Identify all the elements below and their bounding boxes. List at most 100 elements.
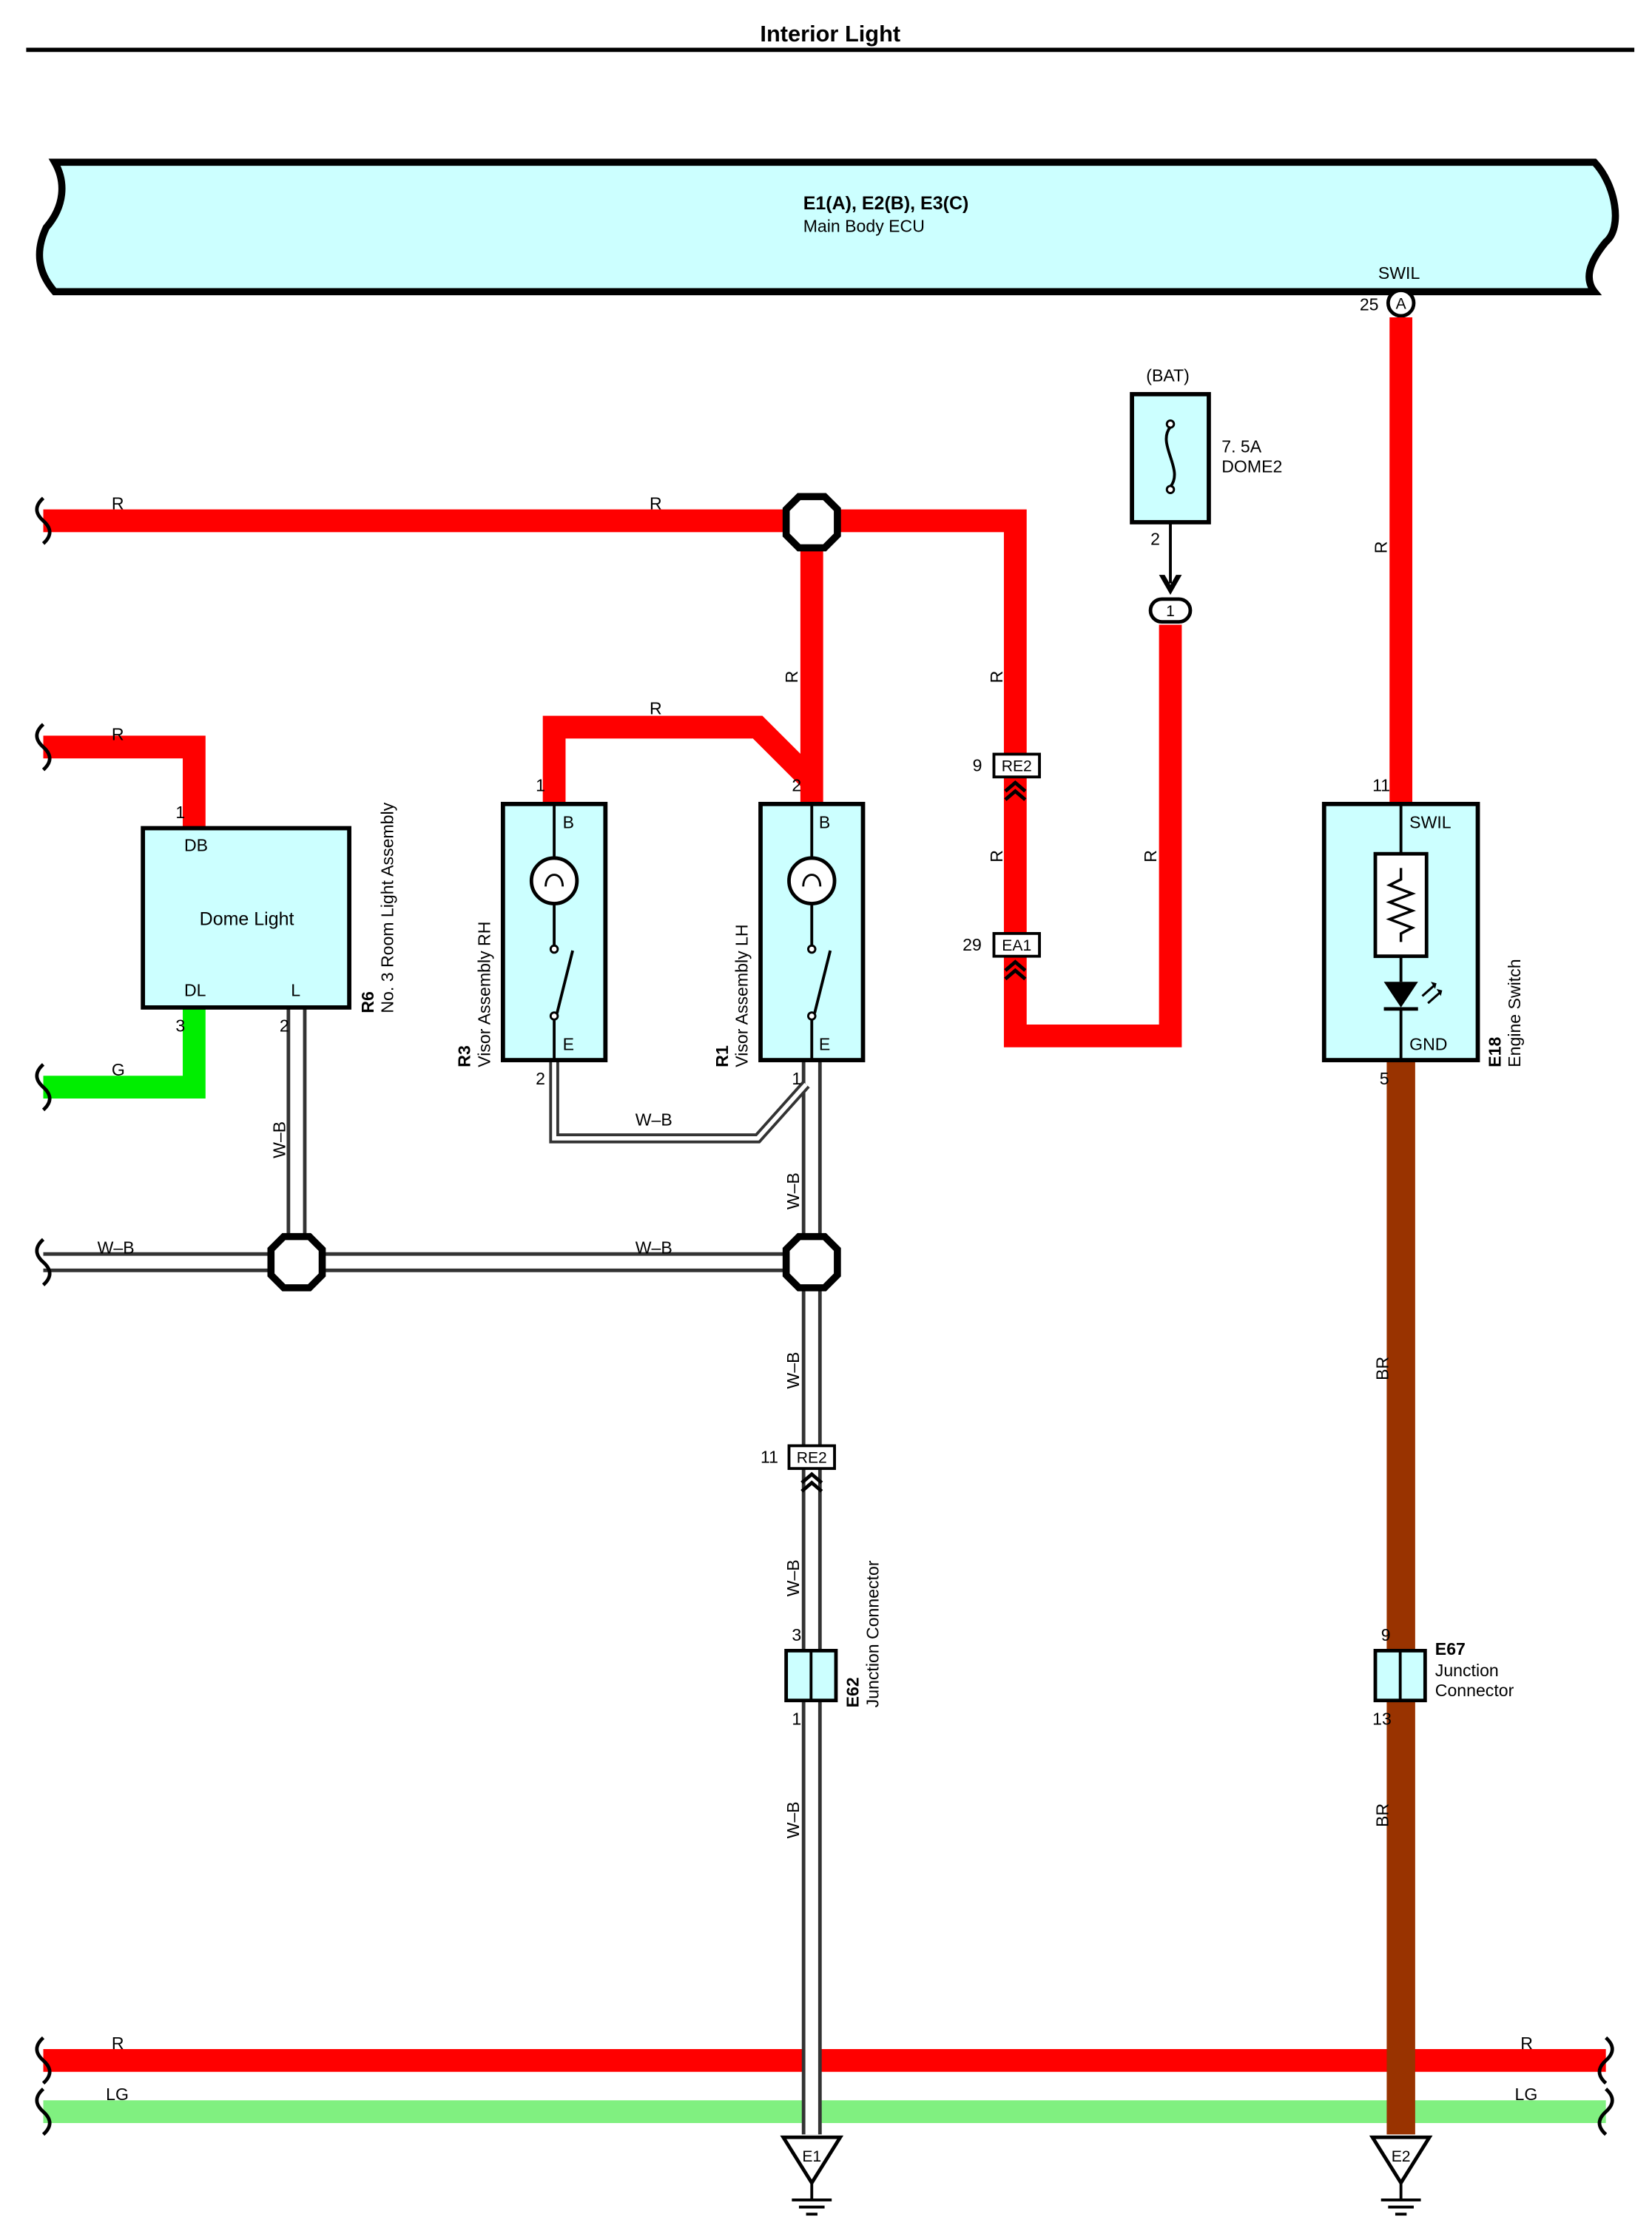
ecu-pin: 25 <box>1360 294 1379 314</box>
fuse-icon <box>1164 419 1176 494</box>
ecu-name: Main Body ECU <box>803 217 925 236</box>
ecu-codes: E1(A), E2(B), E3(C) <box>803 193 969 214</box>
connector-ea1: EA1 29 <box>962 931 1041 981</box>
dome-pin-3: 3 <box>175 1016 185 1036</box>
junction-red-top <box>782 493 841 552</box>
dome-terminal-l: L <box>291 981 300 1000</box>
label-wb-bus-mid: W–B <box>635 1238 672 1258</box>
ecu-terminal: SWIL <box>1378 263 1420 283</box>
wire-green-dome-dl <box>43 1007 206 1099</box>
engine-switch-code: E18 <box>1485 1036 1504 1067</box>
visor-rh-switch-icon <box>549 944 574 1061</box>
e67-code: E67 <box>1435 1639 1466 1658</box>
junction-e67 <box>1373 1648 1427 1703</box>
visor-lh-bulb-icon <box>787 803 837 945</box>
connector-ea1-code: EA1 <box>1002 937 1031 954</box>
bus-break-marks <box>35 496 1614 2136</box>
dome-light-box <box>141 826 351 1010</box>
engine-switch-name: Engine Switch <box>1505 959 1524 1067</box>
visor-lh-terminal-e: E <box>819 1035 830 1054</box>
label-r-loop: R <box>1141 850 1160 863</box>
connector-re2-bottom: RE2 11 <box>761 1444 836 1493</box>
fuse-rating: 7. 5A <box>1221 437 1261 456</box>
visor-rh-bulb-icon <box>529 803 579 945</box>
wb-wire-group <box>43 1007 822 2135</box>
visor-lh-pin-2: 2 <box>792 776 801 795</box>
fuse-junction-pill <box>1148 597 1193 624</box>
label-wb-4: W–B <box>783 1801 803 1838</box>
label-br-2: BR <box>1372 1803 1392 1827</box>
label-r-dome: R <box>112 724 124 743</box>
fuse-source: (BAT) <box>1146 366 1190 385</box>
label-lg-left: LG <box>106 2085 129 2104</box>
ecu-connector-badge <box>1386 288 1416 318</box>
connector-re2-top: RE2 9 <box>973 752 1041 801</box>
junction-e62 <box>784 1648 838 1703</box>
page-title: Interior Light <box>760 21 900 47</box>
dome-pin-1: 1 <box>175 803 185 822</box>
label-wb-1: W–B <box>783 1172 803 1209</box>
label-br-1: BR <box>1372 1357 1392 1380</box>
label-wb-dome: W–B <box>270 1121 289 1158</box>
wire-red-ea1-loop <box>1003 624 1182 1047</box>
e62-pin-3: 3 <box>792 1625 801 1644</box>
label-r-bus-left: R <box>112 494 124 513</box>
engine-switch-terminal-gnd: GND <box>1409 1035 1447 1054</box>
ground-e1-label: E1 <box>802 2148 821 2165</box>
fuse-arrow-icon <box>1159 575 1182 595</box>
connector-re2-top-pin: 9 <box>973 756 982 775</box>
label-lg-right: LG <box>1515 2085 1538 2104</box>
label-r-re2-ea1: R <box>987 850 1006 863</box>
dome-light-label: Dome Light <box>200 908 294 929</box>
fuse-junction-pin: 1 <box>1166 603 1175 620</box>
fuse-pin: 2 <box>1150 530 1160 549</box>
visor-rh-terminal-e: E <box>563 1035 574 1054</box>
wire-red-visor-link <box>542 715 820 804</box>
label-r-bottom-left: R <box>112 2034 124 2053</box>
visor-lh-switch-icon <box>807 944 832 1061</box>
label-r-visor: R <box>650 699 662 718</box>
wire-red-dome-feed <box>43 735 206 829</box>
e67-name: Junction <box>1435 1661 1499 1680</box>
dome-name: No. 3 Room Light Assembly <box>378 802 397 1013</box>
label-wb-bus-left: W–B <box>98 1238 135 1258</box>
ecu-connector-letter: A <box>1396 295 1407 312</box>
label-wb-2: W–B <box>783 1352 803 1388</box>
visor-rh-name: Visor Assembly RH <box>475 922 494 1067</box>
connector-re2-bottom-code: RE2 <box>797 1449 827 1466</box>
junction-wb-left <box>267 1232 326 1292</box>
label-g: G <box>112 1060 125 1079</box>
label-r-junction-down: R <box>782 671 801 684</box>
dome-terminal-dl: DL <box>184 981 206 1000</box>
engine-switch-terminal-swil: SWIL <box>1409 813 1452 832</box>
dome-code: R6 <box>358 991 377 1013</box>
label-r-re2: R <box>987 671 1006 684</box>
fuse-name: DOME2 <box>1221 457 1282 476</box>
label-wb-3: W–B <box>783 1559 803 1596</box>
e62-name: Junction Connector <box>863 1560 883 1707</box>
led-icon <box>1383 982 1443 1061</box>
ground-e2-label: E2 <box>1392 2148 1411 2165</box>
e62-code: E62 <box>843 1677 863 1707</box>
visor-lh-terminal-b: B <box>819 813 830 832</box>
dome-terminal-db: DB <box>184 835 208 854</box>
visor-rh-pin-2: 2 <box>536 1069 545 1088</box>
engine-switch-pin-11: 11 <box>1372 776 1390 795</box>
ground-e1-icon <box>780 2135 844 2216</box>
e67-pin-9: 9 <box>1381 1625 1391 1644</box>
connector-ea1-pin: 29 <box>962 935 982 954</box>
label-r-bottom-right: R <box>1520 2034 1533 2053</box>
label-r-bus-mid: R <box>650 494 662 513</box>
label-r-swil: R <box>1371 541 1390 554</box>
visor-lh-code: R1 <box>712 1045 732 1067</box>
visor-rh-code: R3 <box>455 1045 474 1067</box>
visor-rh-terminal-b: B <box>563 813 574 832</box>
e67-name-line2: Connector <box>1435 1681 1514 1700</box>
connector-re2-top-code: RE2 <box>1002 758 1032 775</box>
visor-lh-pin-1: 1 <box>792 1069 801 1088</box>
wire-red-top-bus <box>43 509 1027 755</box>
e62-pin-1: 1 <box>792 1709 801 1728</box>
visor-lh-name: Visor Assembly LH <box>732 924 752 1067</box>
dome-pin-2: 2 <box>280 1016 289 1036</box>
